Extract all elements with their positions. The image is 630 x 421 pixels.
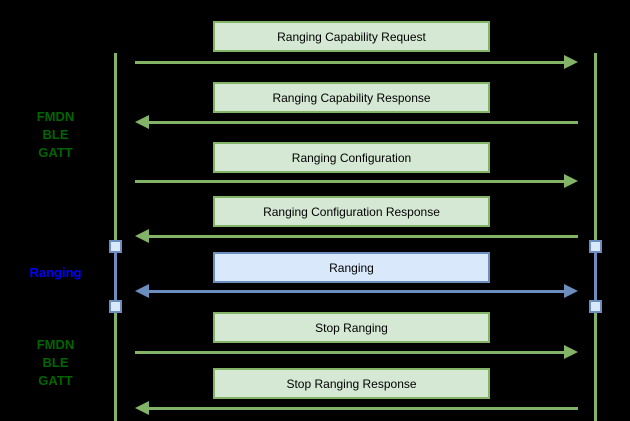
arrowhead-right-icon [564, 345, 578, 359]
arrow-line [135, 179, 566, 183]
arrowhead-left-icon [135, 229, 149, 243]
message-label: Stop Ranging [315, 320, 388, 335]
message-arrow-left [135, 115, 578, 129]
ranging-session-segment-left [114, 246, 117, 307]
arrow-line [147, 289, 566, 293]
message-box-stop-ranging: Stop Ranging [213, 312, 490, 343]
arrowhead-right-icon [564, 284, 578, 298]
message-box-ranging-configuration-response: Ranging Configuration Response [213, 196, 490, 227]
arrow-line [135, 60, 566, 64]
arrowhead-left-icon [135, 115, 149, 129]
message-arrow-right [135, 174, 578, 188]
side-label-fmdn-ble-gatt-top: FMDN BLE GATT [36, 109, 75, 160]
message-label: Ranging Capability Request [277, 29, 426, 44]
arrowhead-right-icon [564, 55, 578, 69]
arrow-line [147, 120, 578, 124]
ranging-session-segment-right [594, 246, 597, 307]
message-label: Ranging Configuration [291, 150, 412, 165]
activation-endpoint-marker [109, 240, 122, 253]
message-box-ranging-capability-request: Ranging Capability Request [213, 21, 490, 52]
message-arrow-right [135, 55, 578, 69]
activation-endpoint-marker [589, 240, 602, 253]
arrow-line [135, 350, 566, 354]
arrowhead-left-icon [135, 284, 149, 298]
message-arrow-bidirectional [135, 284, 578, 298]
message-label: Stop Ranging Response [286, 376, 417, 391]
message-box-stop-ranging-response: Stop Ranging Response [213, 368, 490, 399]
message-label: Ranging Configuration Response [263, 204, 440, 219]
activation-endpoint-marker [589, 300, 602, 313]
message-label: Ranging [329, 260, 374, 275]
side-label-ranging: Ranging [29, 265, 82, 280]
arrowhead-left-icon [135, 401, 149, 415]
message-arrow-left [135, 401, 578, 415]
arrow-line [147, 406, 578, 410]
lifeline-right [594, 53, 597, 421]
lifeline-left [114, 53, 117, 421]
message-box-ranging-capability-response: Ranging Capability Response [213, 82, 490, 113]
arrow-line [147, 234, 578, 238]
message-arrow-left [135, 229, 578, 243]
message-box-ranging-configuration: Ranging Configuration [213, 142, 490, 173]
message-label: Ranging Capability Response [272, 90, 431, 105]
message-box-ranging: Ranging [213, 252, 490, 283]
arrowhead-right-icon [564, 174, 578, 188]
side-label-fmdn-ble-gatt-bottom: FMDN BLE GATT [36, 337, 75, 388]
message-arrow-right [135, 345, 578, 359]
activation-endpoint-marker [109, 300, 122, 313]
